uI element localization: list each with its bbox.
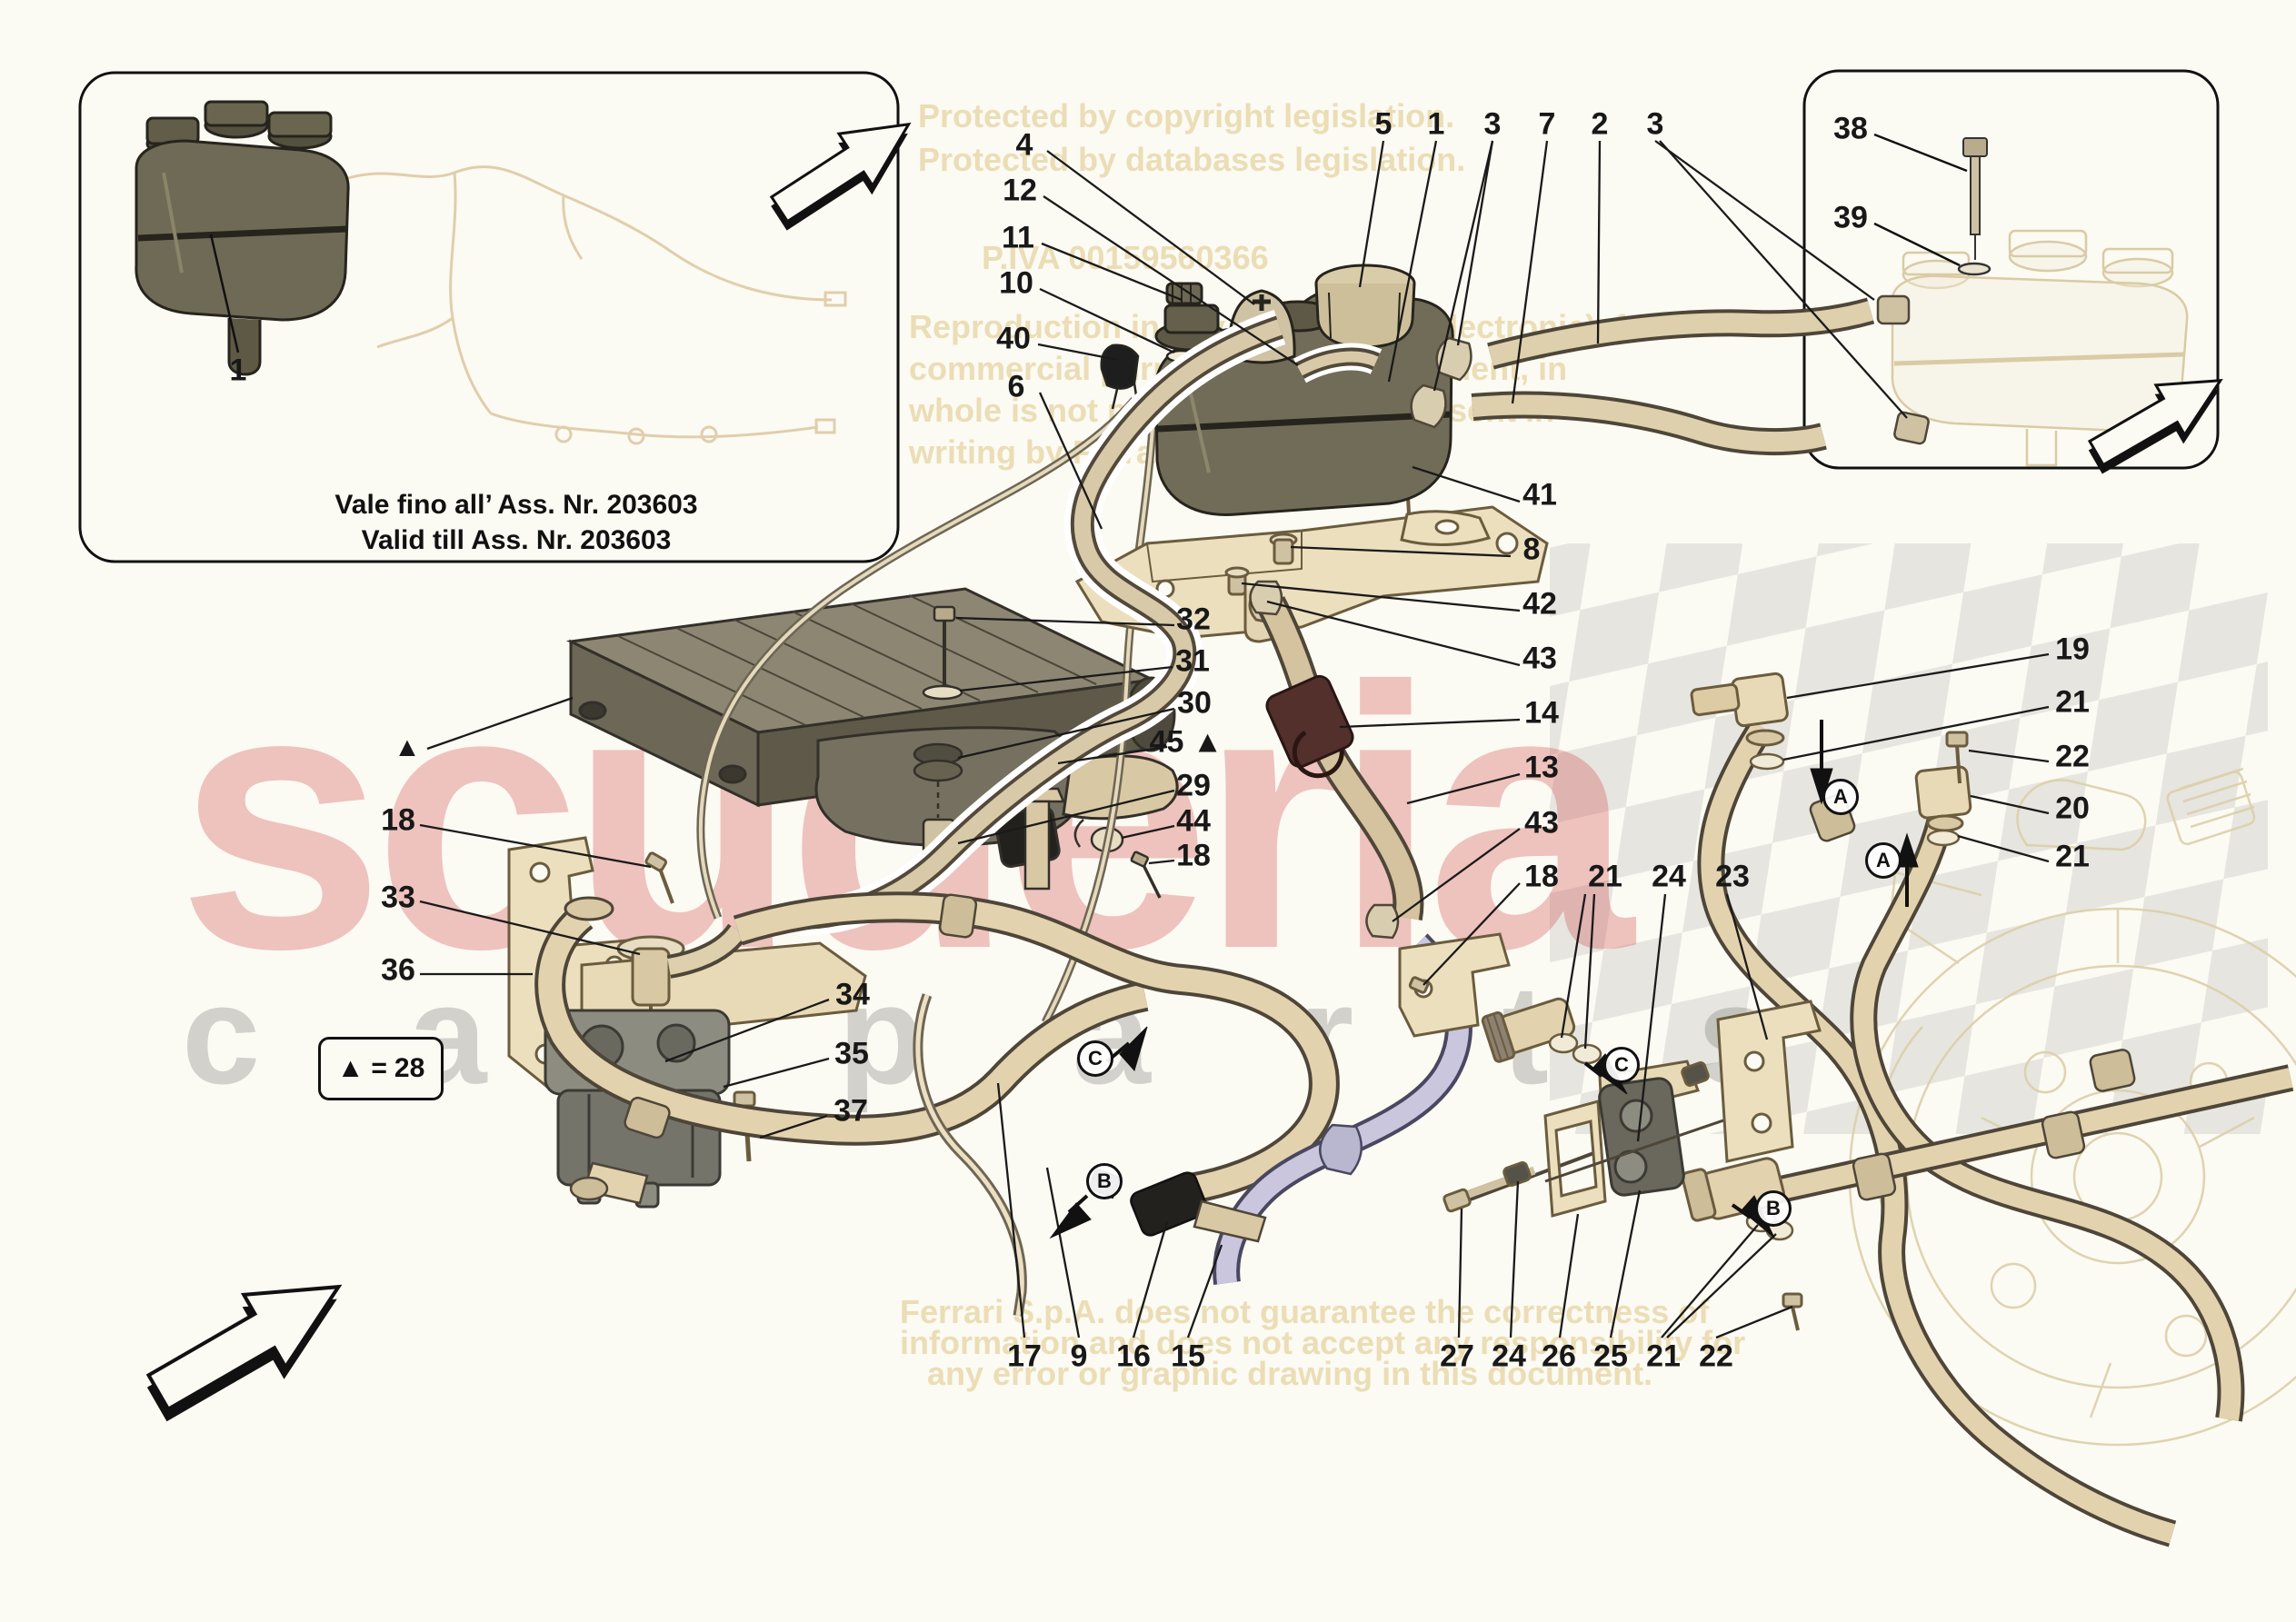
view-marker-B: B [1755, 1190, 1792, 1227]
callout-12: 12 [1003, 173, 1037, 208]
callout-22: 22 [2055, 739, 2090, 774]
disclaimer-line3: any error or graphic drawing in this doc… [927, 1355, 1652, 1392]
callout-31: 31 [1175, 643, 1210, 679]
callout-21: 21 [2055, 684, 2090, 720]
bolt-38 [1962, 137, 1988, 260]
callout-18: 18 [1176, 838, 1211, 873]
callout-32: 32 [1176, 602, 1211, 637]
direction-arrow-inset-left [769, 122, 912, 231]
legend-equals: = [371, 1053, 387, 1083]
arrow-b-sw [1049, 1194, 1092, 1239]
legend-marker: ▲ [336, 1053, 364, 1083]
callout-21: 21 [2055, 839, 2090, 874]
exploded-mount [1442, 1000, 1822, 1218]
callout-13: 13 [1524, 750, 1559, 785]
callout-33: 33 [381, 880, 415, 915]
callout-1: 1 [229, 353, 247, 388]
hose-13-sensor-14 [1249, 580, 1424, 940]
callout-1: 1 [1427, 106, 1445, 142]
callout-34: 34 [835, 977, 870, 1012]
direction-arrow-inset-right [2087, 378, 2223, 474]
callout-39: 39 [1833, 200, 1868, 235]
callout-40: 40 [996, 321, 1031, 356]
callout-2: 2 [1591, 106, 1609, 142]
callout-22: 22 [1699, 1338, 1733, 1374]
inset-reservoir-tank [135, 100, 350, 376]
view-marker-B: B [1086, 1163, 1123, 1199]
callout-18: 18 [381, 802, 415, 838]
callout-30: 30 [1177, 685, 1212, 721]
callout-23: 23 [1715, 859, 1750, 894]
callout-21: 21 [1646, 1338, 1681, 1374]
callout-45: 45 ▲ [1149, 724, 1223, 760]
view-marker-A: A [1822, 779, 1859, 815]
callout-6: 6 [1007, 369, 1025, 404]
legend-value: 28 [394, 1053, 425, 1083]
inset-current-assembly [1802, 69, 2220, 470]
callout-25: 25 [1593, 1338, 1628, 1374]
callout-43: 43 [1522, 641, 1557, 676]
callout-14: 14 [1524, 695, 1559, 731]
callout-24: 24 [1492, 1338, 1526, 1374]
bracket-valve-cluster [1398, 932, 1700, 1138]
inset-until-assembly [78, 71, 900, 563]
inset-caption-line2: Valid till Ass. Nr. 203603 [361, 525, 672, 555]
callout-43: 43 [1524, 805, 1559, 841]
callout-38: 38 [1833, 111, 1868, 146]
callout-▲: ▲ [394, 732, 421, 762]
inset-caption-line1: Vale fino all’ Ass. Nr. 203603 [334, 490, 698, 520]
callout-20: 20 [2055, 791, 2090, 826]
callout-8: 8 [1522, 532, 1541, 567]
legend-triangle-28: ▲ = 28 [318, 1037, 444, 1100]
callout-26: 26 [1542, 1338, 1576, 1374]
callout-10: 10 [999, 265, 1033, 301]
hoses-right [1681, 672, 2294, 1547]
hose-6-white [799, 310, 1383, 936]
callout-3: 3 [1646, 106, 1664, 142]
callout-36: 36 [381, 952, 415, 988]
callout-27: 27 [1440, 1338, 1474, 1374]
arrow-a-up [1895, 832, 1919, 907]
vat-watermark: P.IVA 00159560366 [982, 239, 1269, 276]
view-marker-A: A [1865, 842, 1902, 879]
callout-15: 15 [1171, 1338, 1205, 1374]
callout-11: 11 [1002, 220, 1034, 255]
callout-17: 17 [1007, 1338, 1042, 1374]
callout-4: 4 [1015, 127, 1033, 163]
disclaimer-line1: Ferrari S.p.A. does not guarantee the co… [900, 1293, 1710, 1330]
hoses-bottom-left [534, 891, 1340, 1317]
callout-29: 29 [1176, 768, 1211, 803]
copyright-watermark-line2: Protected by databases legislation. [918, 141, 1465, 178]
callout-21: 21 [1588, 859, 1622, 894]
wiring-harness-ghost [326, 165, 847, 445]
view-marker-C: C [1603, 1047, 1640, 1083]
hoses-2-7 [1410, 294, 1930, 456]
callout-18: 18 [1524, 859, 1559, 894]
disclaimer-line2: information and does not accept any resp… [900, 1324, 1745, 1361]
direction-arrow-bottom-left [145, 1284, 343, 1422]
callout-5: 5 [1374, 106, 1393, 142]
callout-41: 41 [1522, 477, 1557, 512]
leader-lines [419, 140, 2050, 1339]
callout-19: 19 [2055, 632, 2090, 667]
callout-37: 37 [834, 1093, 868, 1129]
callout-3: 3 [1483, 106, 1502, 142]
callout-7: 7 [1538, 106, 1556, 142]
inset-caption: Vale fino all’ Ass. Nr. 203603 Valid til… [189, 487, 844, 558]
copyright-watermark-line1: Protected by copyright legislation. [918, 97, 1454, 134]
callout-9: 9 [1070, 1338, 1088, 1374]
callout-24: 24 [1652, 859, 1686, 894]
washer-39 [1957, 262, 1992, 276]
callout-42: 42 [1522, 586, 1557, 622]
view-marker-C: C [1077, 1040, 1113, 1077]
callout-35: 35 [834, 1036, 869, 1071]
callout-44: 44 [1176, 803, 1211, 839]
callout-16: 16 [1116, 1338, 1151, 1374]
